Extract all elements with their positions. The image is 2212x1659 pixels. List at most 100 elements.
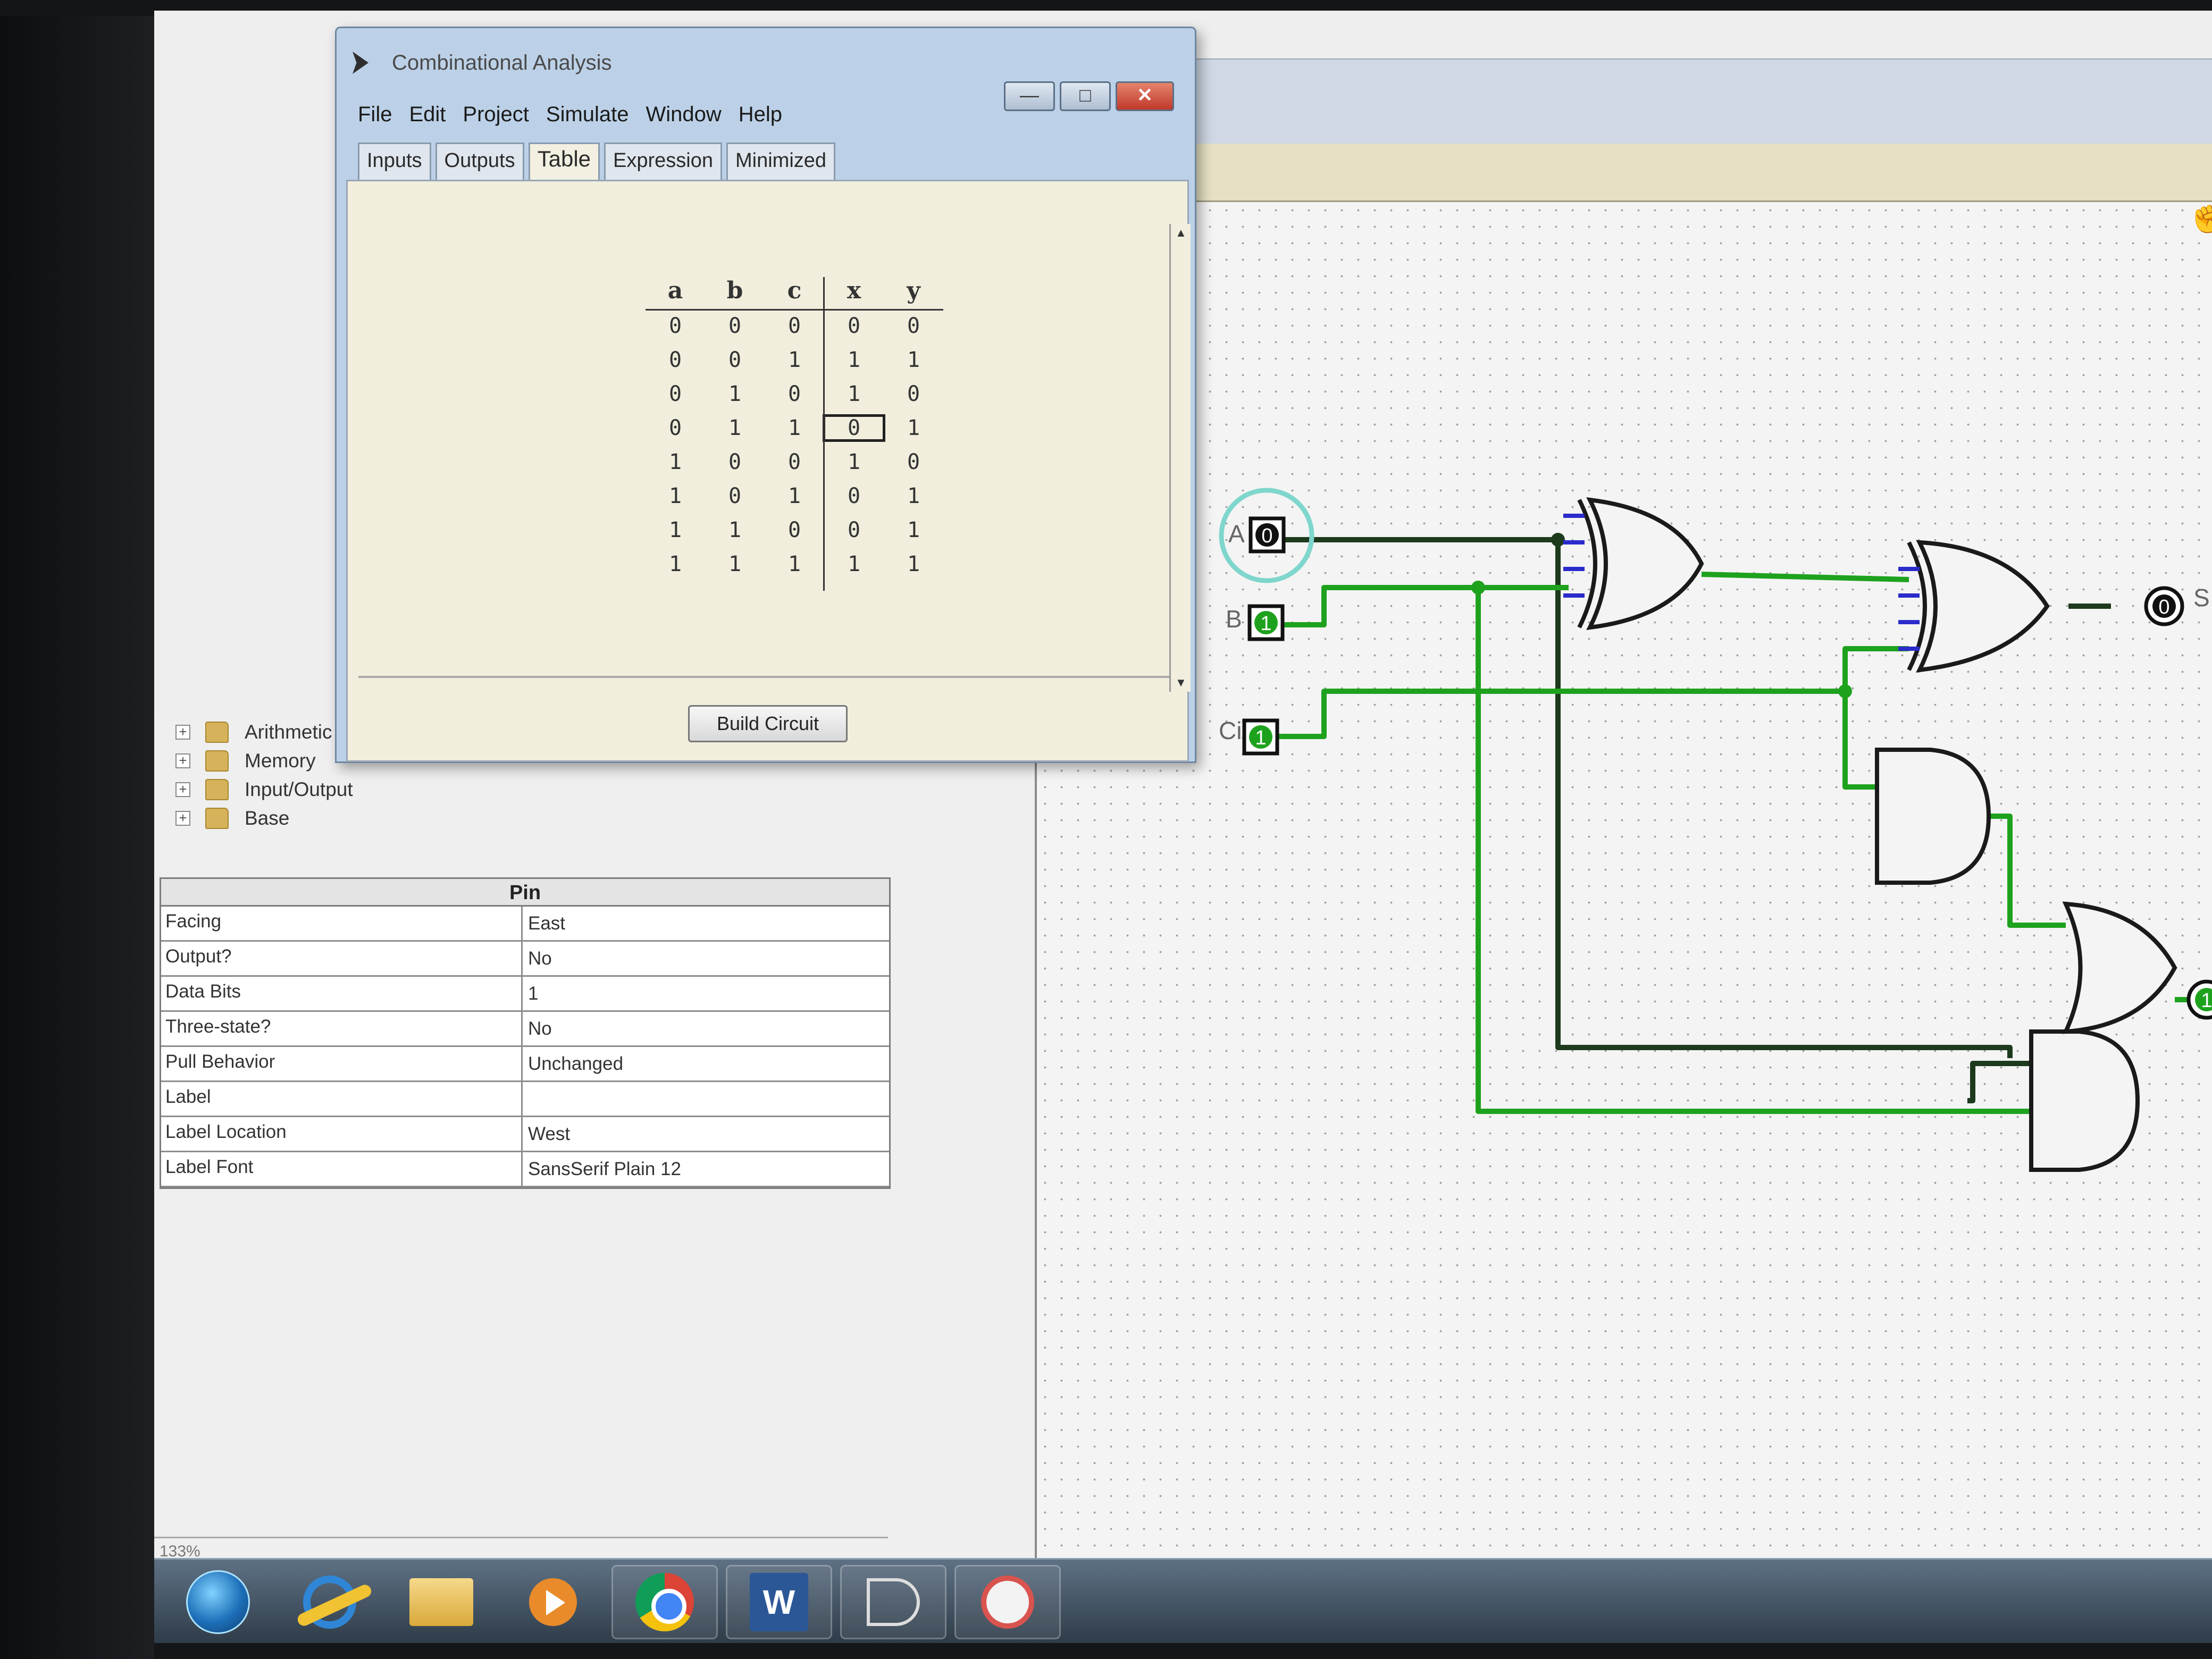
attr-row[interactable]: Label (161, 1082, 889, 1117)
cell: 1 (668, 552, 682, 576)
output-cell[interactable]: 1 (847, 552, 861, 576)
truth-table-header: a b c x y (646, 277, 943, 309)
tree-item-input-output[interactable]: + Input/Output (175, 775, 867, 804)
tab-table[interactable]: Table (528, 143, 600, 180)
menu-window[interactable]: Window (646, 103, 722, 126)
taskbar-explorer[interactable] (388, 1565, 495, 1639)
wire-ci-and1 (1842, 691, 1877, 790)
output-cell[interactable]: 0 (907, 314, 920, 338)
tab-inputs[interactable]: Inputs (358, 143, 431, 180)
scroll-up-icon[interactable]: ▲ (1175, 226, 1187, 239)
scroll-down-icon[interactable]: ▼ (1175, 676, 1187, 689)
cell: 0 (668, 348, 682, 372)
tree-label: Base (245, 807, 290, 829)
tab-expression[interactable]: Expression (604, 143, 722, 180)
label-ci: Ci (1219, 717, 1242, 744)
attr-value[interactable]: No (528, 1018, 552, 1039)
tree-item-arithmetic[interactable]: + Arithmetic (175, 718, 867, 747)
folder-icon (205, 722, 229, 743)
tab-outputs[interactable]: Outputs (435, 143, 524, 180)
attr-key: Pull Behavior (161, 1047, 523, 1080)
vertical-scrollbar[interactable]: ▲ ▼ (1169, 224, 1191, 692)
taskbar-word[interactable]: W (726, 1565, 832, 1639)
taskbar-media[interactable] (500, 1565, 606, 1639)
attribute-table-title: Pin (161, 879, 889, 907)
snipping-tool-icon (981, 1576, 1034, 1629)
output-cell[interactable]: 0 (847, 314, 861, 338)
wire-b-branch (1476, 588, 2031, 1114)
tree-item-memory[interactable]: + Memory (175, 747, 867, 775)
output-cell[interactable]: 1 (907, 552, 920, 576)
wire-ci-xor2 (1842, 646, 1909, 691)
header-b: b (726, 277, 743, 304)
output-cell[interactable]: 0 (907, 382, 920, 406)
attr-value[interactable]: Unchanged (528, 1053, 624, 1074)
attr-row[interactable]: Three-state?No (161, 1012, 889, 1047)
attr-value[interactable]: SansSerif Plain 12 (528, 1159, 681, 1179)
start-button[interactable] (165, 1565, 271, 1639)
attr-row[interactable]: Output?No (161, 942, 889, 977)
output-cell[interactable]: 1 (847, 382, 861, 406)
cell: 1 (787, 348, 801, 372)
tab-minimized[interactable]: Minimized (726, 143, 836, 180)
menu-simulate[interactable]: Simulate (546, 103, 629, 126)
windows-start-icon (186, 1570, 250, 1634)
expand-icon[interactable]: + (175, 811, 190, 826)
pins (1242, 516, 2212, 1020)
output-cell[interactable]: 0 (847, 518, 861, 542)
output-cell[interactable]: 1 (907, 518, 920, 542)
output-cell[interactable]: 1 (907, 484, 920, 508)
close-button[interactable]: ✕ (1116, 81, 1174, 111)
label-a: A (1228, 520, 1245, 548)
output-cell[interactable]: 1 (907, 416, 920, 440)
taskbar: W (154, 1558, 2212, 1643)
taskbar-snipping[interactable] (954, 1565, 1061, 1639)
output-cell[interactable]: 0 (847, 484, 861, 508)
expand-icon[interactable]: + (175, 753, 190, 768)
selected-output-cell[interactable]: 0 (823, 414, 885, 442)
tree-item-base[interactable]: + Base (175, 804, 867, 833)
menu-help[interactable]: Help (738, 103, 783, 126)
junction-b (1471, 581, 1485, 594)
cell: 1 (668, 518, 682, 542)
zoom-level[interactable]: 133% (154, 1537, 888, 1568)
attr-value[interactable]: West (528, 1124, 571, 1144)
cell: 0 (728, 484, 742, 508)
output-cell[interactable]: 0 (907, 450, 920, 474)
build-circuit-button[interactable]: Build Circuit (688, 705, 848, 742)
attr-value[interactable]: 1 (528, 983, 539, 1004)
menu-project[interactable]: Project (463, 103, 529, 126)
label-b: B (1226, 605, 1242, 633)
monitor-bezel-left (0, 0, 154, 1659)
menu-edit[interactable]: Edit (409, 103, 446, 126)
attr-value[interactable]: East (528, 913, 566, 934)
wire-a (1281, 537, 2013, 1058)
output-cell[interactable]: 1 (907, 348, 920, 372)
folder-icon (205, 779, 229, 800)
maximize-button[interactable]: □ (1060, 81, 1111, 111)
minimize-button[interactable]: — (1004, 81, 1055, 111)
output-cell[interactable]: 1 (847, 348, 861, 372)
attr-value[interactable]: No (528, 948, 552, 969)
attr-value[interactable] (523, 1082, 889, 1116)
menu-file[interactable]: File (358, 103, 392, 126)
cell: 0 (787, 518, 801, 542)
circuit-canvas[interactable]: 0 1 1 0 1 A B Ci S ☝ (1037, 192, 2212, 1569)
attr-key: Label Location (161, 1117, 523, 1151)
taskbar-logisim[interactable] (840, 1565, 946, 1639)
expand-icon[interactable]: + (175, 725, 190, 740)
pin-s-value: 0 (2158, 596, 2169, 618)
cell: 0 (668, 382, 682, 406)
taskbar-ie[interactable] (276, 1565, 383, 1639)
window-title: Combinational Analysis (353, 44, 612, 81)
taskbar-chrome[interactable] (611, 1565, 718, 1639)
expand-icon[interactable]: + (175, 782, 190, 797)
attr-key: Three-state? (161, 1012, 523, 1045)
output-cell[interactable]: 1 (847, 450, 861, 474)
